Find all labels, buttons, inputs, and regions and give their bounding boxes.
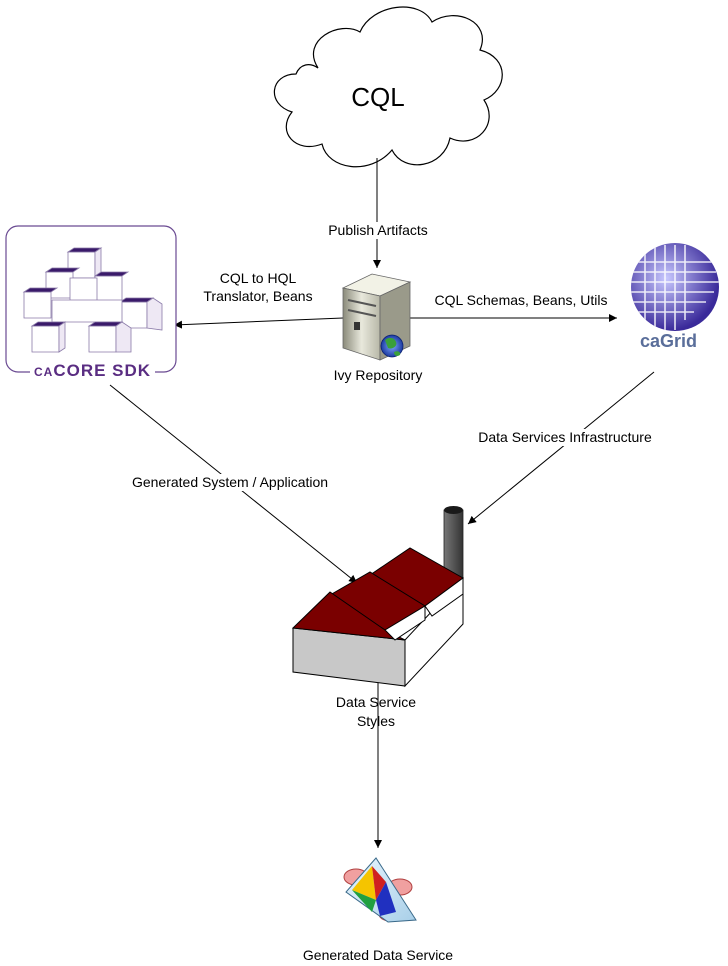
factory-label-line1: Data Service [335, 694, 417, 710]
generated-system-label: Generated System / Application [129, 474, 331, 491]
edge-translator [173, 317, 344, 329]
translator-label-line1: CQL to HQL [219, 270, 297, 286]
edges [109, 158, 655, 848]
ivy-repository-label: Ivy Repository [333, 367, 423, 383]
factory-icon [291, 506, 464, 688]
cacore-sdk-prefix: CA [34, 365, 54, 379]
ivy-repository-server [341, 273, 412, 361]
generated-data-service-label: Generated Data Service [302, 947, 454, 963]
cagrid-label: caGrid [640, 331, 698, 351]
infrastructure-label: Data Services Infrastructure [476, 429, 654, 446]
cacore-sdk-label: CACORE SDK [30, 361, 156, 381]
generated-data-service-icon [343, 857, 417, 923]
cql-cloud [273, 6, 503, 168]
edge-infrastructure [467, 371, 655, 525]
translator-label-line2: Translator, Beans [203, 288, 313, 304]
cacore-sdk-text: CORE SDK [53, 361, 152, 380]
publish-artifacts-label: Publish Artifacts [326, 222, 430, 239]
cagrid-logo [631, 243, 719, 331]
schemas-label: CQL Schemas, Beans, Utils [434, 292, 608, 308]
factory-label-line2: Styles [356, 713, 396, 729]
cacore-sdk-logo [5, 225, 177, 373]
cql-label: CQL [351, 82, 405, 112]
